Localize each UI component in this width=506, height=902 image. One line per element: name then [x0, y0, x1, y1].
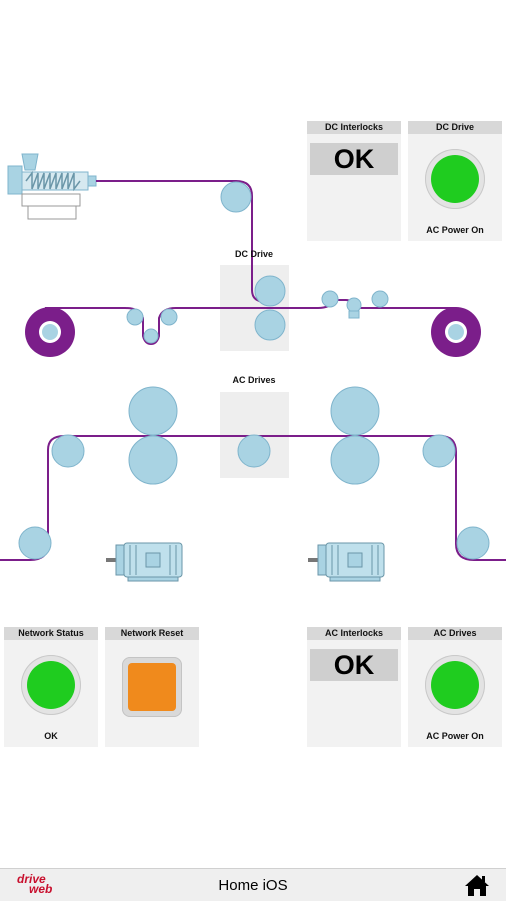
dc-drive-status: AC Power On [426, 225, 484, 235]
roller [160, 308, 178, 326]
motor-icon [106, 542, 183, 582]
dc-interlocks-panel: DC Interlocks OK [307, 121, 401, 241]
roller [18, 526, 52, 560]
roller [220, 181, 252, 213]
status-lamp-icon [431, 661, 479, 709]
reel-icon [25, 307, 75, 357]
page-title: Home iOS [218, 877, 288, 894]
network-status-text: OK [44, 731, 58, 741]
roller [254, 309, 286, 341]
bottom-bar: drive web Home iOS [0, 868, 506, 901]
dc-drive-label: DC Drive [234, 249, 273, 259]
roller [254, 275, 286, 307]
dc-drive-title: DC Drive [408, 121, 502, 134]
reset-button-face[interactable] [128, 663, 176, 711]
roller [330, 386, 380, 436]
network-reset-title: Network Reset [105, 627, 199, 640]
tension-roller [346, 297, 362, 319]
dc-drive-panel: DC Drive AC Power On [408, 121, 502, 241]
roller [128, 435, 178, 485]
roller [128, 386, 178, 436]
status-lamp-icon [431, 155, 479, 203]
ac-drives-panel: AC Drives AC Power On [408, 627, 502, 747]
network-status-panel: Network Status OK [4, 627, 98, 747]
ac-drives-status: AC Power On [426, 731, 484, 741]
network-reset-panel: Network Reset [105, 627, 199, 747]
roller [143, 328, 159, 344]
dc-interlocks-value: OK [310, 143, 398, 175]
ac-interlocks-title: AC Interlocks [307, 627, 401, 640]
ac-interlocks-panel: AC Interlocks OK [307, 627, 401, 747]
roller [321, 290, 339, 308]
home-icon[interactable] [464, 873, 490, 897]
logo-line-1: drive [17, 872, 46, 886]
roller [422, 434, 456, 468]
roller [126, 308, 144, 326]
status-lamp-icon [27, 661, 75, 709]
driveweb-logo: drive web [17, 872, 67, 898]
network-status-lamp [21, 655, 81, 715]
roller [330, 435, 380, 485]
dc-drive-lamp [425, 149, 485, 209]
roller [51, 434, 85, 468]
dc-interlocks-title: DC Interlocks [307, 121, 401, 134]
ac-drives-label: AC Drives [232, 375, 276, 385]
ac-drives-title: AC Drives [408, 627, 502, 640]
logo-line-2: web [29, 882, 53, 896]
reel-icon [431, 307, 481, 357]
network-status-title: Network Status [4, 627, 98, 640]
extruder-icon [7, 153, 97, 220]
ac-drives-lamp [425, 655, 485, 715]
network-reset-button[interactable] [122, 657, 182, 717]
motor-icon [308, 542, 385, 582]
home-button[interactable] [464, 873, 490, 897]
roller [456, 526, 490, 560]
process-diagram [0, 153, 506, 582]
roller [371, 290, 389, 308]
roller [237, 434, 271, 468]
ac-interlocks-value: OK [310, 649, 398, 681]
